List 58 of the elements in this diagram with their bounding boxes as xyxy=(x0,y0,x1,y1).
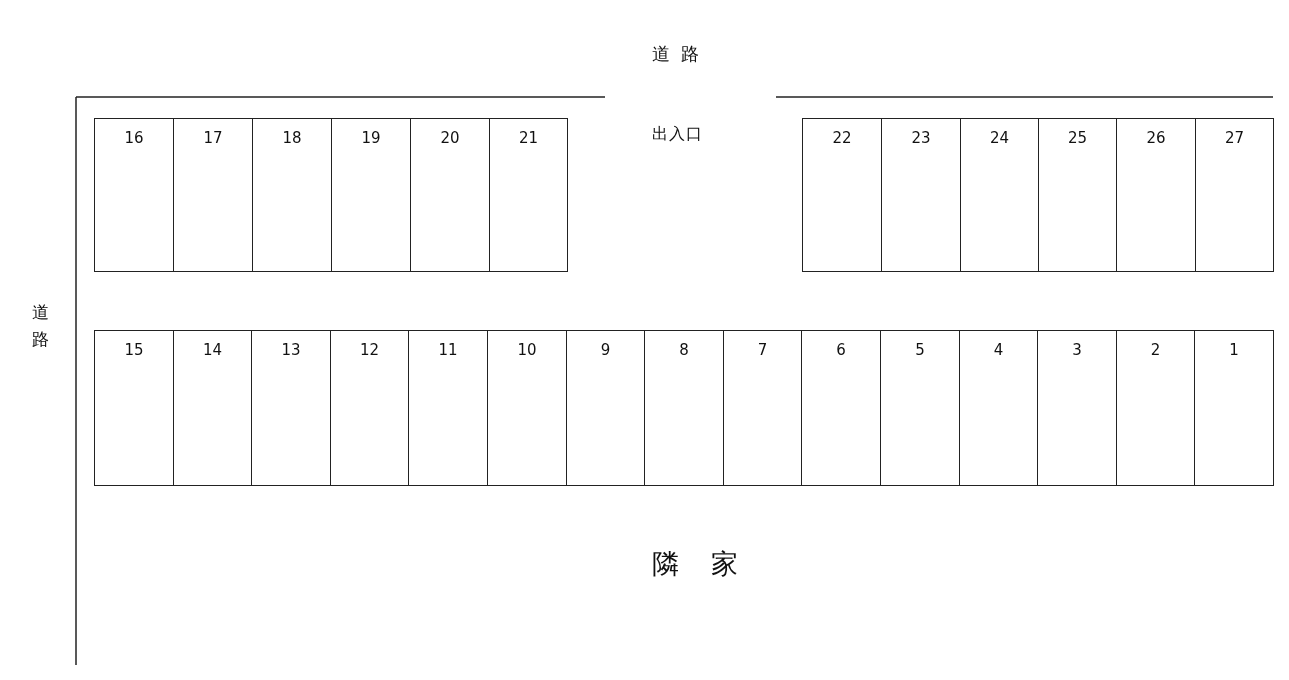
space-number: 8 xyxy=(678,341,690,359)
parking-space xyxy=(723,330,802,486)
space-number: 12 xyxy=(358,341,381,359)
space-number: 5 xyxy=(914,341,926,359)
space-number: 21 xyxy=(517,129,540,147)
space-number: 14 xyxy=(201,341,224,359)
road-label: 道路 xyxy=(652,42,710,66)
space-number: 7 xyxy=(756,341,769,359)
space-number: 17 xyxy=(202,129,224,147)
parking-space xyxy=(173,330,252,486)
parking-space xyxy=(959,330,1038,486)
parking-space xyxy=(331,118,411,272)
space-number: 20 xyxy=(439,129,461,147)
parking-space xyxy=(1116,118,1196,272)
parking-space xyxy=(802,118,882,272)
space-number: 3 xyxy=(1071,341,1083,359)
parking-space xyxy=(94,330,174,486)
parking-space xyxy=(410,118,490,272)
parking-space xyxy=(487,330,567,486)
space-number: 19 xyxy=(360,129,382,147)
space-number: 13 xyxy=(280,341,302,359)
parking-space xyxy=(566,330,645,486)
parking-space xyxy=(251,330,331,486)
space-number: 25 xyxy=(1066,129,1089,147)
space-number: 23 xyxy=(910,129,932,147)
space-number: 15 xyxy=(123,341,145,359)
parking-space xyxy=(1038,118,1117,272)
parking-space xyxy=(880,330,960,486)
parking-space xyxy=(960,118,1039,272)
parking-space xyxy=(408,330,488,486)
space-number: 2 xyxy=(1149,341,1162,359)
space-number: 26 xyxy=(1145,129,1167,147)
space-number: 4 xyxy=(992,341,1005,359)
parking-space xyxy=(644,330,724,486)
road-label: 道路 xyxy=(30,290,52,345)
space-number: 22 xyxy=(831,129,853,147)
parking-space xyxy=(881,118,961,272)
space-number: 6 xyxy=(835,341,847,359)
parking-space xyxy=(1116,330,1195,486)
parking-space xyxy=(173,118,253,272)
space-number: 11 xyxy=(437,341,459,359)
parking-space xyxy=(801,330,881,486)
neighbor-house-label: 隣家 xyxy=(652,547,771,581)
parking-space xyxy=(1037,330,1117,486)
space-number: 10 xyxy=(516,341,538,359)
parking-space xyxy=(1195,118,1274,272)
space-number: 1 xyxy=(1228,341,1240,359)
parking-space xyxy=(330,330,409,486)
space-number: 24 xyxy=(988,129,1011,147)
parking-space xyxy=(94,118,174,272)
space-number: 16 xyxy=(123,129,145,147)
parking-space xyxy=(1194,330,1274,486)
space-number: 18 xyxy=(281,129,303,147)
parking-space xyxy=(489,118,568,272)
entrance-label: 出入口 xyxy=(652,124,703,145)
parking-space xyxy=(252,118,332,272)
space-number: 27 xyxy=(1223,129,1246,147)
space-number: 9 xyxy=(599,341,612,359)
